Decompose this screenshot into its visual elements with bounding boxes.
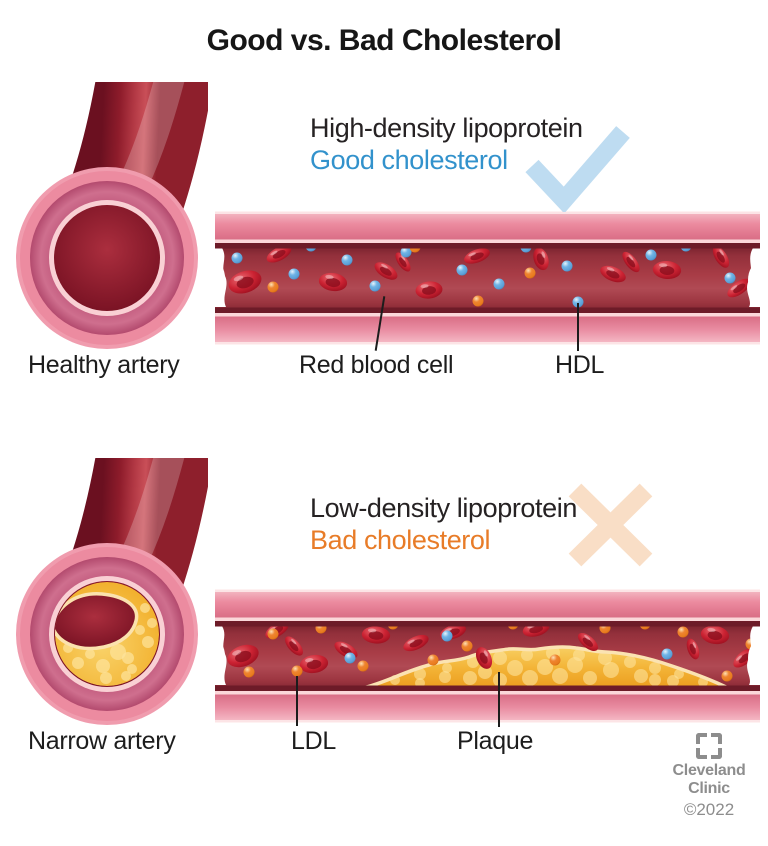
- brand-name-line2: Clinic: [688, 780, 730, 797]
- narrow-artery-tube-illustration: [205, 588, 768, 723]
- red-blood-cell-label: Red blood cell: [299, 351, 454, 379]
- check-icon: [525, 126, 630, 212]
- cross-icon: [568, 483, 653, 567]
- hdl-heading: High-density lipoprotein: [310, 113, 583, 143]
- brand-block: Cleveland Clinic ©2022: [653, 733, 765, 820]
- brand-name-line1: Cleveland: [672, 762, 746, 779]
- plaque-label: Plaque: [457, 727, 534, 755]
- narrow-artery-label: Narrow artery: [28, 727, 176, 755]
- healthy-artery-illustration: [8, 29, 219, 352]
- narrow-artery-illustration: [8, 405, 219, 728]
- bad-cholesterol-heading-block: Low-density lipoprotein Bad cholesterol: [310, 492, 577, 556]
- bad-cholesterol-subheading: Bad cholesterol: [310, 525, 491, 555]
- good-cholesterol-subheading: Good cholesterol: [310, 145, 508, 175]
- hdl-pointer-line: [577, 303, 579, 351]
- healthy-artery-tube-illustration: [205, 210, 768, 345]
- cleveland-clinic-logo-icon: [696, 733, 722, 759]
- hdl-label: HDL: [555, 351, 605, 379]
- good-cholesterol-heading-block: High-density lipoprotein Good cholestero…: [310, 112, 583, 176]
- ldl-label: LDL: [291, 727, 336, 755]
- ldl-pointer-line: [296, 676, 298, 726]
- plaque-pointer-line: [498, 672, 500, 727]
- ldl-heading: Low-density lipoprotein: [310, 493, 577, 523]
- healthy-artery-label: Healthy artery: [28, 351, 180, 379]
- copyright-text: ©2022: [683, 800, 735, 819]
- page-title: Good vs. Bad Cholesterol: [206, 24, 562, 57]
